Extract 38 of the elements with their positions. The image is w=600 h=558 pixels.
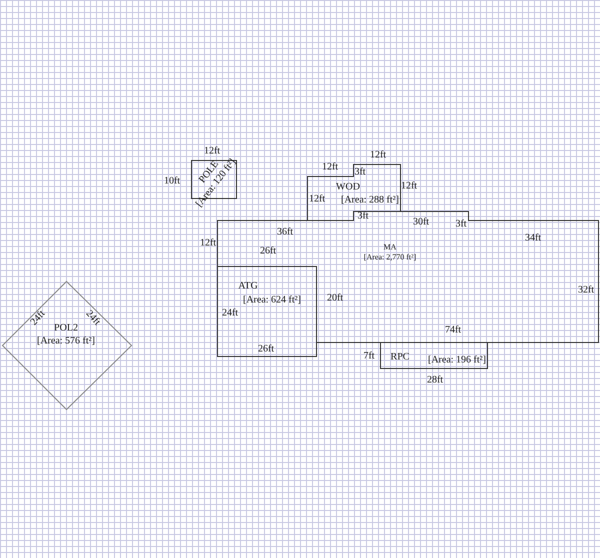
dimension-label: 26ft: [260, 246, 276, 256]
area-label: [Area: 624 ft²]: [243, 294, 301, 306]
dimension-label: 74ft: [444, 324, 462, 336]
room-outline: [217, 266, 316, 356]
dimension-label: 24ft: [28, 308, 48, 328]
dimension-label: 12ft: [308, 194, 326, 204]
dimension-label: 28ft: [426, 374, 444, 386]
room-outline: [307, 164, 400, 220]
room-outline: [217, 211, 598, 342]
dimension-label: 12ft: [370, 150, 386, 160]
room-outline: [380, 342, 487, 368]
dimension-label: 7ft: [363, 350, 375, 362]
area-label: [Area: 2,770 ft²]: [364, 252, 416, 262]
dimension-label: 24ft: [84, 308, 102, 328]
dimension-label: 12ft: [200, 238, 216, 248]
dimension-label: 3ft: [357, 210, 369, 222]
room-name: RPC: [390, 352, 410, 362]
dimension-label: 26ft: [258, 344, 274, 354]
area-label: [Area: 576 ft²]: [37, 336, 95, 346]
dimension-label: 32ft: [578, 284, 594, 296]
area-label: [Area: 196 ft²]: [428, 354, 486, 366]
dimension-label: 30ft: [412, 216, 430, 228]
dimension-label: 12ft: [204, 146, 220, 156]
dimension-label: 3ft: [455, 218, 467, 230]
dimension-label: 3ft: [354, 166, 366, 178]
dimension-label: 36ft: [276, 226, 294, 238]
dimension-label: 12ft: [322, 162, 338, 172]
room-outline: [2, 281, 131, 409]
dimension-label: 10ft: [164, 176, 180, 186]
area-label: [Area: 288 ft²]: [341, 194, 399, 206]
room-name: POL2: [54, 322, 78, 334]
dimension-label: 20ft: [326, 292, 344, 304]
room-name: MA: [384, 242, 396, 252]
dimension-label: 12ft: [400, 180, 418, 192]
room-name: WOD: [336, 182, 360, 192]
dimension-label: 24ft: [222, 308, 238, 318]
dimension-label: 34ft: [524, 232, 542, 244]
room-name: ATG: [238, 280, 258, 292]
